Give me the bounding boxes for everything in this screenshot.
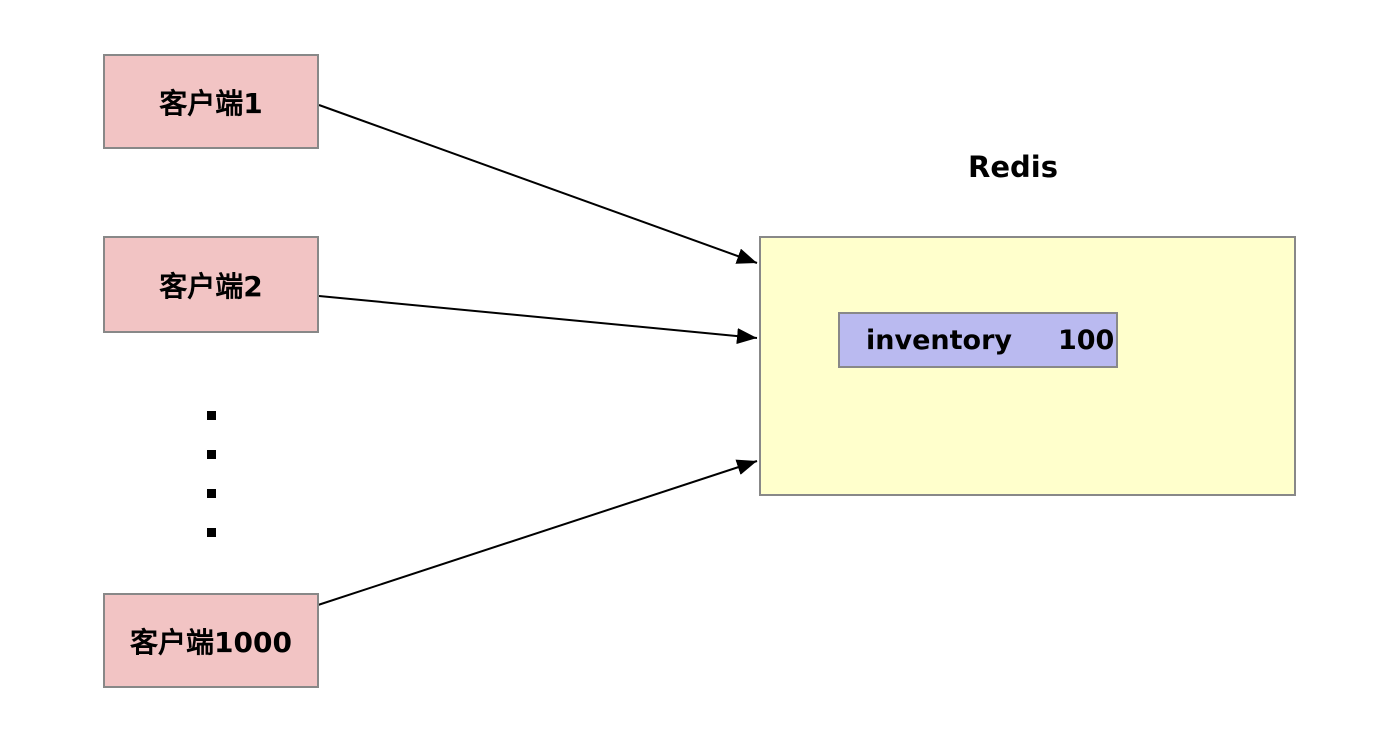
client-1-label: 客户端1	[159, 86, 263, 120]
ellipsis-dots	[207, 411, 216, 537]
arrow-client1000-to-redis	[317, 459, 758, 606]
arrow-client1-to-redis	[318, 104, 758, 264]
inventory-entry: inventory 100	[838, 312, 1118, 368]
redis-title: Redis	[968, 150, 1058, 184]
inventory-key: inventory	[866, 324, 1012, 356]
client-2-box: 客户端2	[103, 236, 319, 333]
client-1-box: 客户端1	[103, 54, 319, 149]
client-1000-label: 客户端1000	[130, 625, 292, 659]
client-1000-box: 客户端1000	[103, 593, 319, 688]
inventory-value: 100	[1057, 324, 1115, 356]
ellipsis-dot	[207, 528, 216, 537]
ellipsis-dot	[207, 489, 216, 498]
ellipsis-dot	[207, 411, 216, 420]
client-2-label: 客户端2	[159, 269, 263, 303]
arrow-client2-to-redis	[318, 295, 758, 345]
ellipsis-dot	[207, 450, 216, 459]
